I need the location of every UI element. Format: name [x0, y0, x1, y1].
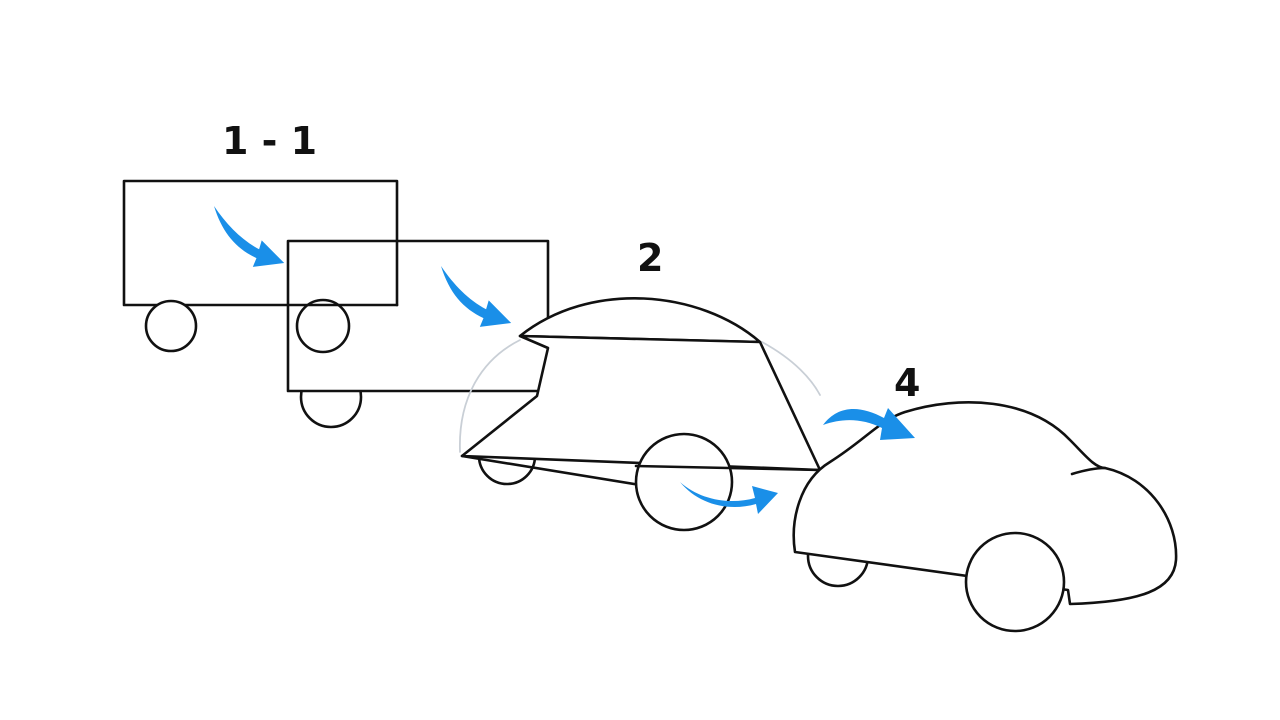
angular-car-base-line	[634, 464, 822, 472]
rounded-car-body	[792, 401, 1178, 606]
angular-car	[459, 296, 822, 532]
stage-label-4: 4	[894, 361, 920, 405]
angular-car-wheel-front	[634, 432, 734, 532]
box-car-front-body	[286, 239, 550, 393]
angular-car-underline	[460, 454, 642, 487]
curved-arrow-icon	[209, 206, 288, 270]
curved-arrow-icon	[680, 482, 778, 514]
curved-arrow-icon	[823, 408, 915, 440]
angular-car-ghost-curve	[459, 339, 521, 453]
rounded-car-wheel-front	[964, 531, 1066, 633]
rounded-car-window-line	[1070, 466, 1107, 476]
angular-car-ghost-curve-right	[761, 341, 821, 396]
box-car-back-wheel-left	[144, 299, 198, 353]
stage-label-2: 2	[637, 236, 663, 280]
rounded-car	[792, 401, 1178, 633]
angular-car-roof	[518, 296, 762, 344]
arrows	[209, 206, 915, 514]
box-car-front	[286, 239, 550, 429]
box-car-back-wheel-overlap	[295, 298, 351, 354]
stage-label-1-1: 1 - 1	[222, 119, 317, 163]
